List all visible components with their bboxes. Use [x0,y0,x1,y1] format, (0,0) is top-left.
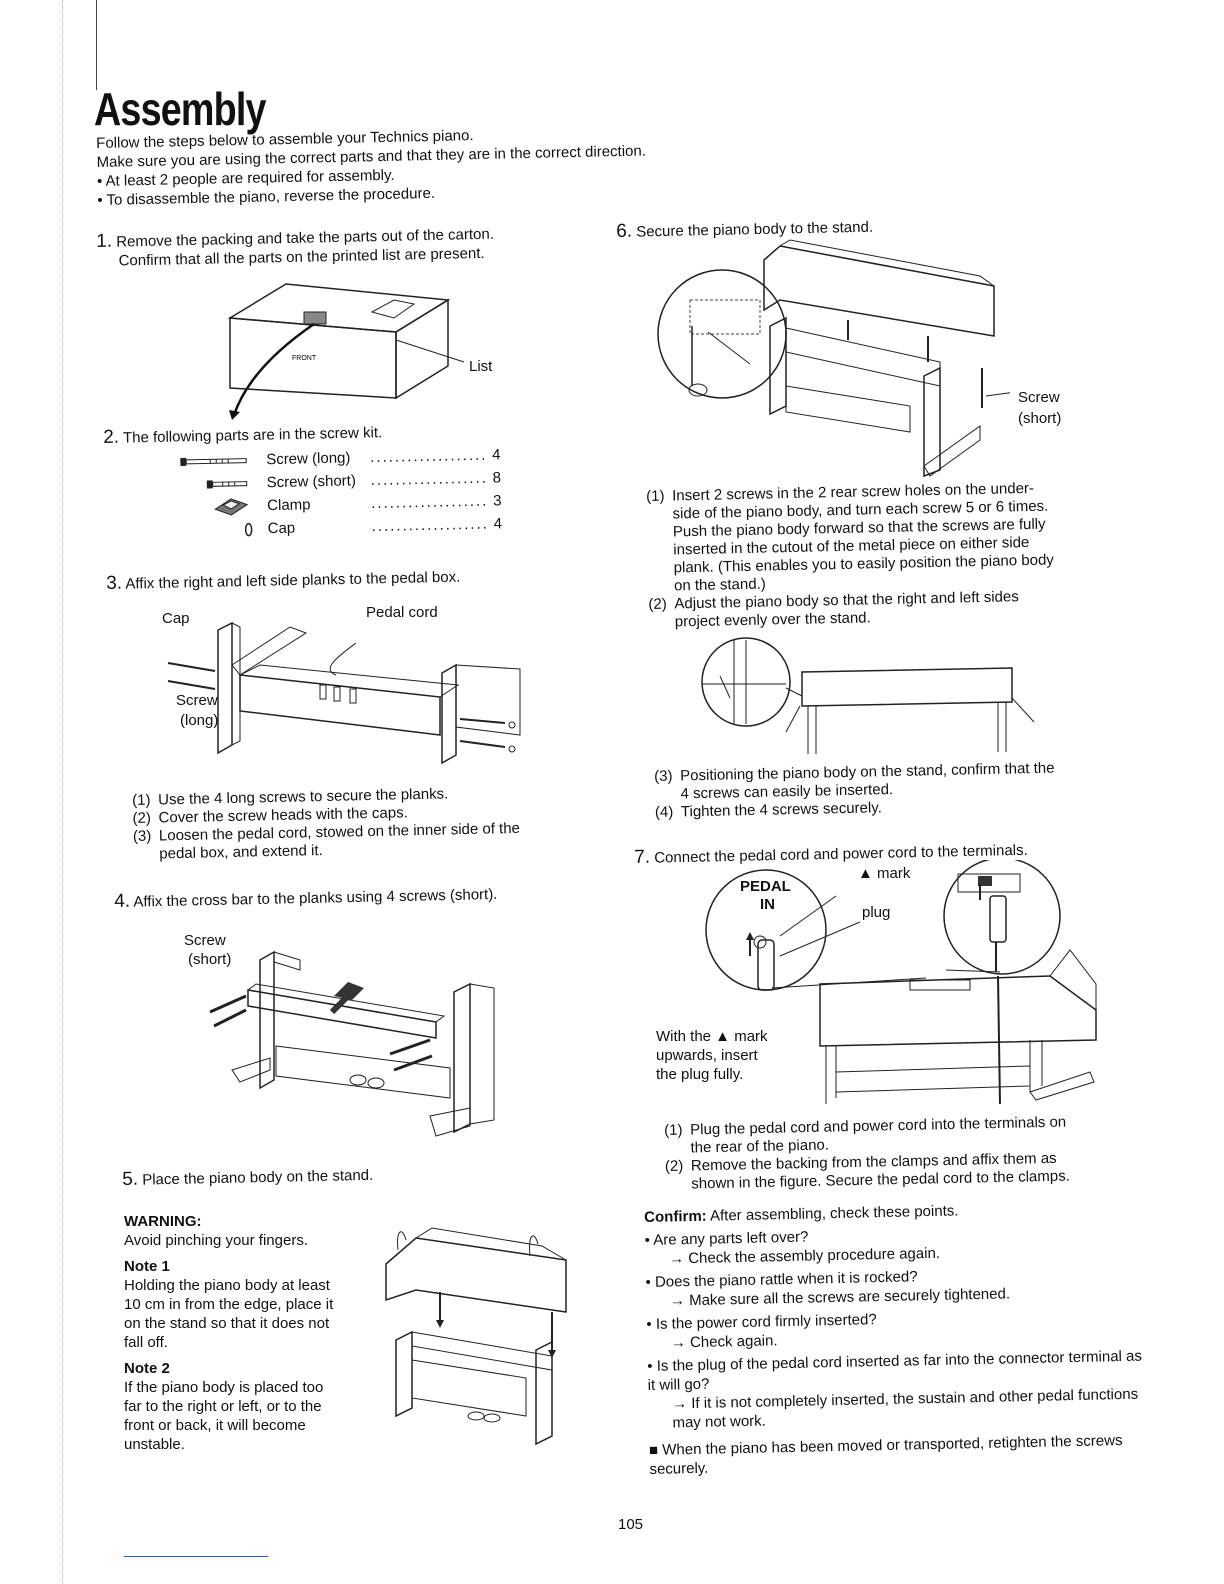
step-number: 6. [615,220,633,242]
screw-short-label: (short) [188,951,232,968]
list-item: • Is the plug of the pedal cord inserted… [647,1347,1143,1432]
list-item: • Are any parts left over? → Check the a… [644,1228,941,1268]
cap-icon [244,522,253,537]
upwards-label: upwards, insert [656,1047,758,1064]
part-name: Screw (long) [266,449,351,469]
confirm-heading: Confirm: [644,1207,707,1226]
front-label: FRONT [292,355,317,362]
step-5: 5. Place the piano body on the stand. [122,1161,542,1190]
fully-label: the plug fully. [656,1066,744,1083]
connect-cords-figure [705,860,1097,1105]
screw-label: Screw [1018,389,1060,406]
short-screw-icon [206,480,248,489]
step-1: 1. Remove the packing and take the parts… [96,222,577,271]
page-title: Assembly [94,83,266,135]
mark-label: ▲ mark [858,865,911,882]
screw-label: Screw [184,932,226,949]
step-number: 2. [102,426,120,448]
step-6-subs-2: (3)Positioning the piano body on the sta… [654,758,1125,822]
list-item: Cap .............................. 4 [181,512,521,542]
note-1-text: Holding the piano body at least 10 cm in… [124,1277,334,1351]
cap-label: Cap [162,610,190,627]
page-edge [62,0,63,1584]
footer-rule [124,1556,268,1557]
in-label: IN [760,896,775,913]
part-qty: 3 [492,492,502,510]
step-number: 1. [95,230,113,252]
step-text: Affix the cross bar to the planks using … [133,885,498,911]
step-6-subs: (1)Insert 2 screws in the 2 rear screw h… [646,478,1119,632]
plug-label: plug [862,904,891,921]
pedal-label: PEDAL [740,878,791,895]
step-number: 7. [633,846,651,868]
screw-short-label: (short) [1018,410,1062,427]
list-item: Screw (short) ..........................… [180,466,520,496]
part-name: Cap [267,519,296,538]
step-text: Affix the right and left side planks to … [125,568,461,593]
intro-text: Follow the steps below to assemble your … [96,121,737,210]
planks-pedalbox-figure [167,621,521,765]
position-body-figure [701,637,1035,754]
part-name: Clamp [267,496,311,515]
note-2-heading: Note 2 [124,1360,170,1377]
part-qty: 4 [491,446,501,464]
with-mark-label: With the ▲ mark [656,1028,768,1045]
margin-rule [96,0,97,90]
step-number: 5. [121,1168,139,1190]
step-7-subs: (1)Plug the pedal cord and power cord in… [664,1112,1135,1194]
warning-box: WARNING: Avoid pinching your fingers. No… [124,1212,344,1454]
page-number: 105 [618,1516,644,1533]
crossbar-figure [209,950,495,1137]
note-2-text: If the piano body is placed too far to t… [124,1379,324,1453]
step-number: 4. [113,890,131,912]
long-screw-icon [180,457,247,466]
place-body-figure [385,1227,567,1446]
step-3: 3. Affix the right and left side planks … [106,565,526,594]
step-3-subs: (1)Use the 4 long screws to secure the p… [132,782,613,864]
clamp-icon [214,498,249,516]
confirm-section: Confirm: After assembling, check these p… [644,1198,1150,1479]
list-item: • Is the power cord firmly inserted? → C… [646,1311,877,1352]
list-label: List [469,358,493,375]
list-item: Clamp .............................. 3 [181,489,521,519]
part-name: Screw (short) [266,472,357,492]
note-1-heading: Note 1 [124,1258,170,1275]
part-qty: 4 [493,515,503,533]
step-4: 4. Affix the cross bar to the planks usi… [114,883,554,912]
pedal-cord-label: Pedal cord [366,604,438,621]
step-text: The following parts are in the screw kit… [122,424,383,447]
parts-list: Screw (long) ...........................… [180,443,522,542]
retighten-note: ■ When the piano has been moved or trans… [648,1432,1123,1478]
carton-figure: FRONT [227,283,465,420]
list-item: • Does the piano rattle when it is rocke… [645,1268,1011,1310]
step-text: Place the piano body on the stand. [142,1166,374,1189]
step-number: 3. [105,572,123,594]
confirm-intro: After assembling, check these points. [709,1202,959,1225]
screw-label: Screw [176,692,218,709]
warning-text: Avoid pinching your fingers. [124,1232,308,1249]
screw-long-label: (long) [180,712,219,729]
secure-body-figure [657,239,1010,478]
part-qty: 8 [492,469,502,487]
warning-heading: WARNING: [124,1213,202,1230]
list-item: Screw (long) ...........................… [180,443,520,473]
